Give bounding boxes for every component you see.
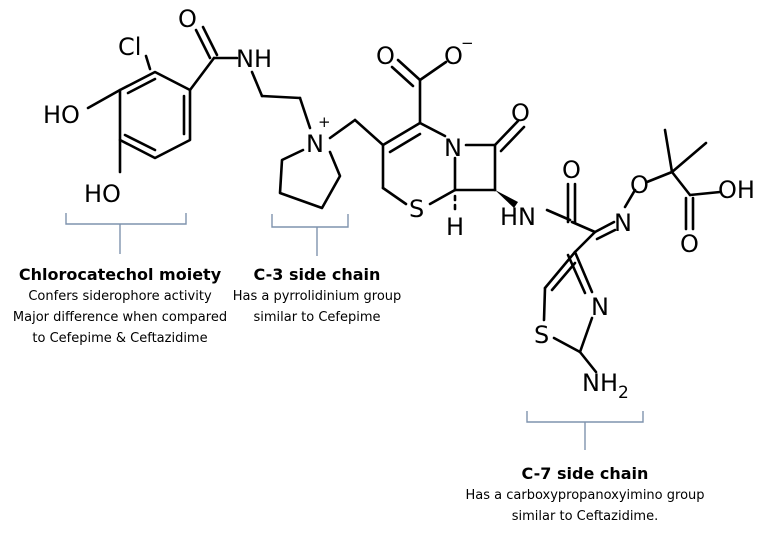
atom-plus-charge: + [318, 113, 331, 131]
benzene-ring [118, 70, 192, 160]
atom-oh-acid: OH [718, 176, 755, 204]
bond-cimino-n-a [593, 220, 616, 234]
bracket-chlorocatechol [65, 213, 187, 254]
atom-o-lactam: O [511, 99, 530, 127]
benzene-double-bond-2 [123, 133, 157, 152]
annotation-line: Has a pyrrolidinium group [232, 289, 402, 304]
bond-cooc-o-a [396, 58, 422, 82]
bond-ch2-ch2 [260, 94, 302, 100]
bond-cq-cooh [670, 170, 692, 197]
bond-n-o [623, 188, 637, 209]
atom-o-link: O [562, 156, 581, 184]
bond-o-cq [645, 170, 674, 184]
bond-c4-n3 [573, 250, 594, 294]
atom-nh-amide: NH [236, 45, 272, 73]
bond-cimino-n-b [595, 228, 617, 241]
atom-o-minus: O [444, 42, 463, 70]
annotation-line: to Cefepime & Ceftazidime [32, 331, 208, 346]
bond-carbonyl-o-a [194, 28, 212, 60]
carboxylate-bonds [390, 58, 448, 125]
atom-ho-lower: HO [84, 180, 121, 208]
atom-s-ring: S [409, 195, 424, 223]
bond-cq-me2 [670, 141, 708, 174]
bond-c3-c4-b [388, 132, 422, 154]
annotation-line: similar to Ceftazidime. [511, 509, 659, 524]
bond-c4-n [418, 121, 447, 138]
bond-c8-o-a [493, 119, 520, 147]
bond-c3-c4-a [381, 121, 422, 147]
atom-n-thiazole: N [591, 293, 609, 321]
annotation-c3-side-chain: C-3 side chain Has a pyrrolidinium group… [222, 264, 412, 328]
annotation-line: Major difference when compared [12, 310, 228, 325]
catechol-ring-bonds [86, 54, 192, 174]
bond-hn-co [545, 208, 572, 222]
atom-o-oxime: O [630, 171, 649, 199]
bond-c2-s1 [552, 336, 582, 354]
benzene-double-bond-3 [126, 77, 157, 95]
wedge-c7-hn [495, 190, 518, 208]
bond-ch2-nplus [298, 96, 312, 130]
bond-ch2-c3 [353, 118, 385, 147]
atom-cl: Cl [118, 33, 141, 61]
bond-ring-cl [144, 54, 152, 71]
atom-o-acid: O [680, 230, 699, 258]
atom-nh2: NH2 [582, 369, 629, 403]
annotation-c7-side-chain: C-7 side chain Has a carboxypropanoxyimi… [460, 463, 710, 527]
bond-cimino-thiazole [573, 230, 597, 254]
annotation-title: C-7 side chain [521, 464, 649, 483]
bond-carbonyl-o-b [201, 25, 219, 57]
bond-c8-o-b [499, 125, 526, 153]
bond-cq-me1 [663, 128, 674, 174]
bond-s1-c5 [542, 286, 547, 322]
bond-cooc-o-b [390, 65, 415, 88]
c7-side-chain-bonds [545, 128, 722, 254]
annotation-line: Has a carboxypropanoxyimino group [465, 488, 705, 503]
bond-ring-carbonyl [188, 56, 216, 92]
bracket-c3-side-chain [271, 214, 349, 256]
annotation-title: C-3 side chain [253, 265, 381, 284]
bond-c5-c4-double [550, 261, 577, 292]
bond-c5-c4 [543, 250, 577, 290]
annotation-chlorocatechol: Chlorocatechol moiety Confers siderophor… [0, 264, 240, 349]
cephem-core-bonds [381, 119, 526, 211]
atom-n-lactam: N [444, 134, 462, 162]
atom-o-amide: O [178, 5, 197, 33]
bond-co-cimino [570, 220, 597, 234]
bond-nplus-ch2 [328, 118, 357, 140]
annotation-line: Confers siderophore activity [28, 289, 212, 304]
atom-labels: O NH Cl HO HO N + O O − N O S H HN O N O… [43, 5, 755, 403]
bond-c2-nh2 [578, 350, 598, 374]
atom-o-carboxylate: O [376, 42, 395, 70]
bond-c4-n3-double [566, 253, 587, 295]
atom-hn-link: HN [500, 203, 536, 231]
annotation-title: Chlorocatechol moiety [18, 265, 222, 284]
atom-s-thiazole: S [534, 321, 549, 349]
atom-minus-charge: − [461, 34, 474, 52]
thiazole-bonds [542, 250, 598, 374]
atom-h-ring: H [446, 213, 464, 241]
amide-linker-bonds [188, 25, 312, 130]
bond-ring-ho-upper [86, 88, 122, 110]
bond-cooh-oh [688, 190, 722, 197]
bond-nh-ch2 [250, 70, 264, 98]
bond-cooc-ominus [418, 60, 448, 82]
bond-s-c6 [428, 188, 457, 206]
pyrrolidinium-bonds [278, 118, 385, 210]
bond-c2-s [381, 186, 408, 206]
pyrrolidine-ring [278, 148, 342, 210]
atom-ho-upper: HO [43, 101, 80, 129]
bracket-c7-side-chain [526, 411, 644, 450]
bond-n3-c2 [578, 316, 594, 354]
atom-n-plus: N [306, 130, 324, 158]
annotation-line: similar to Cefepime [253, 310, 381, 325]
atom-n-oxime: N [614, 209, 632, 237]
